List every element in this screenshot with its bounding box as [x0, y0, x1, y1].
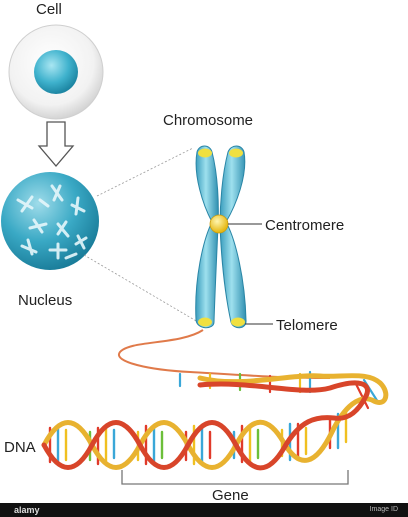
nucleus-illustration — [1, 172, 99, 270]
chromosome-illustration — [195, 145, 247, 329]
label-nucleus: Nucleus — [18, 292, 72, 309]
cell-illustration — [8, 24, 104, 120]
dna-strand-thin — [117, 329, 331, 379]
label-dna: DNA — [4, 439, 36, 456]
footer-image-id: Image ID — [369, 506, 398, 513]
label-cell: Cell — [36, 1, 62, 18]
down-arrow-icon — [37, 121, 75, 168]
footer-brand: alamy — [14, 505, 40, 515]
footer-bar: alamy Image ID — [0, 503, 408, 517]
label-telomere: Telomere — [276, 317, 338, 334]
label-pointers — [228, 223, 273, 325]
zoom-lines — [83, 147, 199, 323]
label-gene: Gene — [212, 487, 249, 504]
dna-helix — [41, 370, 389, 471]
gene-bracket — [121, 470, 349, 485]
label-chromosome: Chromosome — [163, 112, 253, 129]
label-centromere: Centromere — [265, 217, 344, 234]
